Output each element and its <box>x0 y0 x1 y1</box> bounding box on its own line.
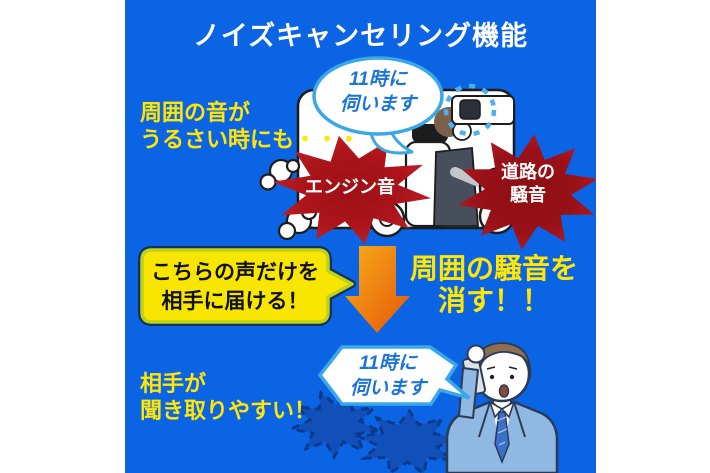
mouth <box>498 384 510 398</box>
muted-burst-icon <box>286 389 383 460</box>
bottom-caption-line2: 聞き取りやすい！ <box>140 398 317 423</box>
callout-box <box>138 246 356 326</box>
speech-bubble-icon <box>312 56 444 155</box>
top-caption-line1: 周囲の音が <box>140 100 251 125</box>
necktie <box>494 411 510 465</box>
speech-bubble-icon <box>317 345 471 406</box>
muted-burst-icon <box>353 408 463 473</box>
noise-burst-icon <box>272 135 432 245</box>
down-arrow-icon <box>345 246 410 333</box>
bottom-bubble-text: 11時に 伺います <box>322 351 454 401</box>
bottom-bubble-line1: 11時に <box>359 353 417 374</box>
hand <box>466 344 486 364</box>
road-noise-line2: 騒音 <box>510 185 546 205</box>
result-text: 周囲の騒音を 消す！！ <box>398 253 590 317</box>
caller-icon <box>445 342 559 473</box>
road-noise-label: 道路の 騒音 <box>488 161 568 207</box>
top-bubble-line1: 11時に <box>349 69 407 90</box>
top-bubble-line2: 伺います <box>339 94 416 115</box>
callout-line1: こちらの声だけを <box>151 261 319 284</box>
engine-noise-label: エンジン音 <box>305 177 395 197</box>
bottom-caption-line1: 相手が <box>140 371 207 396</box>
top-bubble-text: 11時に 伺います <box>313 67 443 117</box>
result-line2: 消す！！ <box>437 285 550 316</box>
callout-text: こちらの声だけを 相手に届ける！ <box>142 258 328 316</box>
highlight-dashed-circle-icon <box>443 83 497 137</box>
top-caption-line2: うるさい時にも・・・ <box>140 127 361 152</box>
result-line1: 周囲の騒音を <box>409 253 578 284</box>
poster-title: ノイズキャンセリング機能 <box>192 21 529 51</box>
speakerphone-icon <box>459 99 481 120</box>
callout-line2: 相手に届ける！ <box>161 290 309 313</box>
bottom-bubble-line2: 伺います <box>349 378 426 399</box>
road-noise-line1: 道路の <box>501 162 555 182</box>
noise-burst-icon <box>457 134 596 250</box>
